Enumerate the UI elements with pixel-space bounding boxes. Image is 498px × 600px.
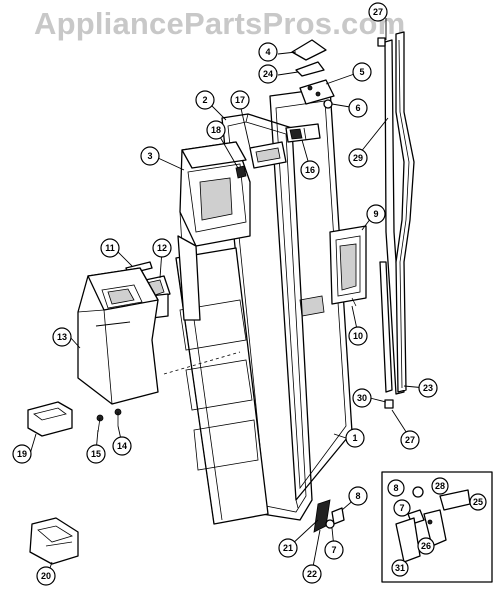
svg-text:4: 4: [265, 47, 270, 57]
callout-13: 13: [52, 327, 72, 347]
svg-text:27: 27: [405, 435, 415, 445]
svg-text:12: 12: [157, 243, 167, 253]
top-hinge-parts: [291, 39, 335, 109]
chute-door: [249, 141, 287, 169]
callout-31: 31: [391, 559, 409, 577]
svg-text:28: 28: [435, 481, 445, 491]
callout-7: 7: [324, 540, 344, 560]
callout-16: 16: [300, 160, 320, 180]
watermark: AppliancePartsPros.com: [34, 6, 406, 41]
svg-text:7: 7: [399, 503, 404, 513]
dispenser-lever: [285, 123, 321, 143]
svg-text:18: 18: [211, 125, 221, 135]
callout-26: 26: [417, 537, 435, 555]
callout-1: 1: [345, 428, 365, 448]
svg-text:25: 25: [473, 497, 483, 507]
svg-text:14: 14: [117, 441, 127, 451]
svg-text:7: 7: [331, 545, 336, 555]
svg-text:9: 9: [373, 209, 378, 219]
svg-text:27: 27: [373, 7, 383, 17]
callout-24: 24: [258, 64, 278, 84]
door-handle: [377, 31, 415, 409]
callout-7-inset: 7: [393, 499, 411, 517]
svg-text:30: 30: [357, 393, 367, 403]
callout-25: 25: [469, 493, 487, 511]
callout-8: 8: [348, 486, 368, 506]
svg-text:3: 3: [147, 151, 152, 161]
callout-5: 5: [352, 62, 372, 82]
callout-3: 3: [140, 146, 160, 166]
callout-9: 9: [366, 204, 386, 224]
svg-text:11: 11: [105, 243, 115, 253]
svg-text:21: 21: [283, 543, 293, 553]
svg-text:19: 19: [17, 449, 27, 459]
callout-27-bottom: 27: [400, 430, 420, 450]
callout-12: 12: [152, 238, 172, 258]
dispenser-bezel: [77, 267, 159, 405]
callout-8-inset: 8: [387, 479, 405, 497]
callout-11: 11: [100, 238, 120, 258]
dispenser-housing: [163, 141, 269, 525]
svg-text:29: 29: [353, 153, 363, 163]
svg-text:16: 16: [305, 165, 315, 175]
callout-6: 6: [348, 98, 368, 118]
svg-text:31: 31: [395, 563, 405, 573]
trim-strip: [379, 261, 393, 393]
callout-28: 28: [431, 477, 449, 495]
callout-27-top: 27: [368, 2, 388, 22]
callout-15: 15: [86, 444, 106, 464]
svg-text:2: 2: [202, 95, 207, 105]
callout-22: 22: [302, 564, 322, 584]
callout-2: 2: [195, 90, 215, 110]
callout-4: 4: [258, 42, 278, 62]
trim-panel: [329, 225, 367, 307]
svg-text:26: 26: [421, 541, 431, 551]
drip-tray: [27, 401, 73, 437]
callout-18: 18: [206, 120, 226, 140]
pivot-pin: [235, 165, 247, 179]
callout-21: 21: [278, 538, 298, 558]
callout-29: 29: [348, 148, 368, 168]
callout-30: 30: [352, 388, 372, 408]
svg-text:24: 24: [263, 69, 273, 79]
callout-14: 14: [112, 436, 132, 456]
screws: [96, 408, 122, 433]
callout-20: 20: [36, 566, 56, 586]
drip-grille: [29, 517, 79, 565]
callout-labels: 27 4 24 5 6 2 17 18 3 16 29 9 11 12 13 1…: [12, 2, 487, 586]
svg-text:15: 15: [91, 449, 101, 459]
callout-10: 10: [348, 326, 368, 346]
callout-23: 23: [418, 378, 438, 398]
svg-text:8: 8: [355, 491, 360, 501]
svg-text:23: 23: [423, 383, 433, 393]
svg-text:8: 8: [393, 483, 398, 493]
callout-17: 17: [230, 90, 250, 110]
svg-text:5: 5: [359, 67, 364, 77]
svg-text:1: 1: [352, 433, 357, 443]
svg-text:10: 10: [353, 331, 363, 341]
callout-19: 19: [12, 444, 32, 464]
svg-text:20: 20: [41, 571, 51, 581]
svg-text:22: 22: [307, 569, 317, 579]
svg-text:17: 17: [235, 95, 245, 105]
svg-text:6: 6: [355, 103, 360, 113]
bottom-hinge-parts: [313, 499, 345, 533]
svg-text:13: 13: [57, 332, 67, 342]
